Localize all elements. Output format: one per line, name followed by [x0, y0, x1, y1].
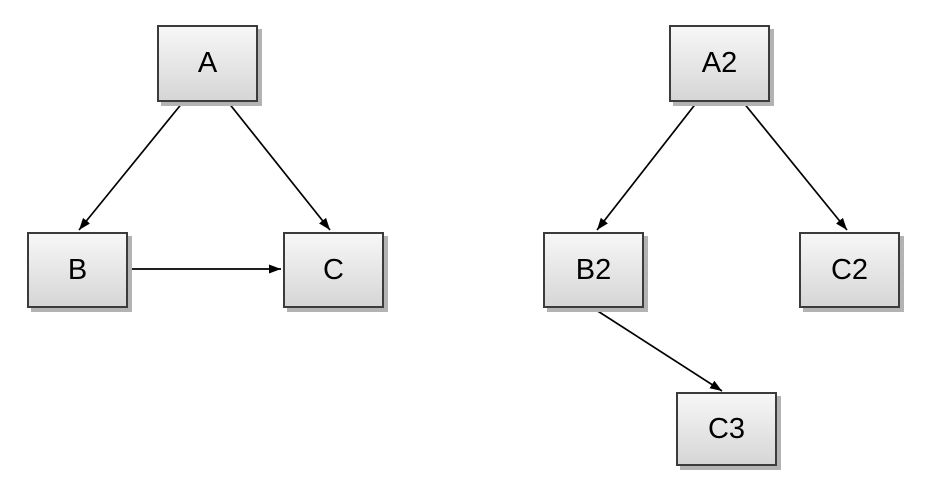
node-C2[interactable]: C2: [799, 232, 900, 308]
edge-A-C: [227, 101, 331, 231]
node-A[interactable]: A: [157, 25, 258, 102]
node-B[interactable]: B: [27, 232, 128, 308]
node-B2[interactable]: B2: [543, 232, 644, 308]
node-label-C2: C2: [830, 253, 869, 286]
edge-A2-C2: [742, 101, 848, 231]
node-A2[interactable]: A2: [669, 25, 770, 102]
node-label-C: C: [323, 253, 344, 286]
edge-A2-B2: [596, 101, 698, 231]
edge-B2-C3: [592, 307, 723, 392]
edge-A-B: [78, 101, 184, 231]
node-label-B: B: [67, 253, 88, 286]
node-C[interactable]: C: [283, 232, 384, 308]
node-C3[interactable]: C3: [676, 392, 777, 466]
node-label-A: A: [197, 47, 218, 79]
node-label-A2: A2: [701, 47, 738, 79]
node-label-B2: B2: [575, 253, 612, 286]
node-label-C3: C3: [707, 412, 746, 445]
